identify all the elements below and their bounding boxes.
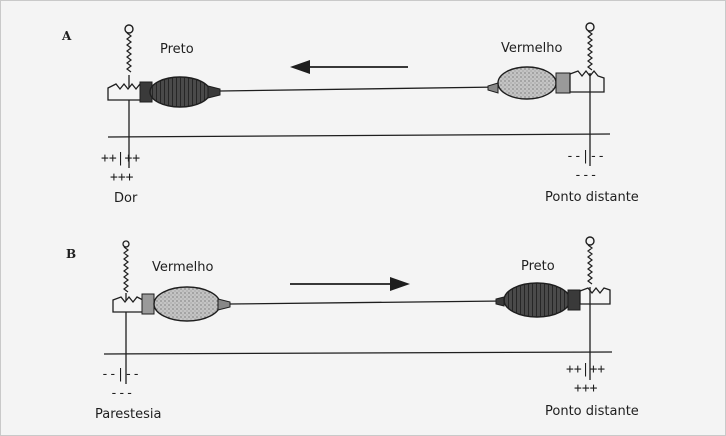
right-signs-a-line1: --|-- [566,149,605,164]
panel-b: B [66,236,639,422]
arrow-right-icon [290,277,410,291]
needle-right-a [585,22,595,166]
black-clip-a [107,76,221,108]
left-signs-a-line1: ++|++ [101,151,140,166]
right-signs-a-line2: --- [574,168,597,183]
left-caption-a: Dor [114,191,138,206]
arrow-left-icon [290,60,408,74]
left-signs-b-line2: --- [110,386,133,401]
skin-line-a [107,133,611,138]
wire-a [219,86,501,92]
right-signs-b-line2: +++ [574,381,598,396]
right-caption-a: Ponto distante [545,190,639,205]
panel-a: A [61,22,639,206]
left-clip-label-b: Vermelho [152,260,214,275]
needle-right-b [585,236,595,380]
left-signs-a-line2: +++ [110,170,134,185]
panel-a-letter: A [61,29,72,43]
panel-b-letter: B [66,247,76,261]
left-signs-b-line1: --|-- [101,367,140,382]
right-caption-b: Ponto distante [545,404,639,419]
right-signs-b-line1: ++|++ [566,362,605,377]
right-clip-label-b: Preto [521,259,555,274]
left-clip-label-a: Preto [160,42,194,57]
black-clip-b [495,282,611,318]
skin-line-b [103,351,613,355]
right-clip-label-a: Vermelho [501,41,563,56]
left-caption-b: Parestesia [95,407,162,422]
wire-b [229,300,504,305]
red-clip-a [487,66,605,100]
red-clip-b [112,286,231,322]
